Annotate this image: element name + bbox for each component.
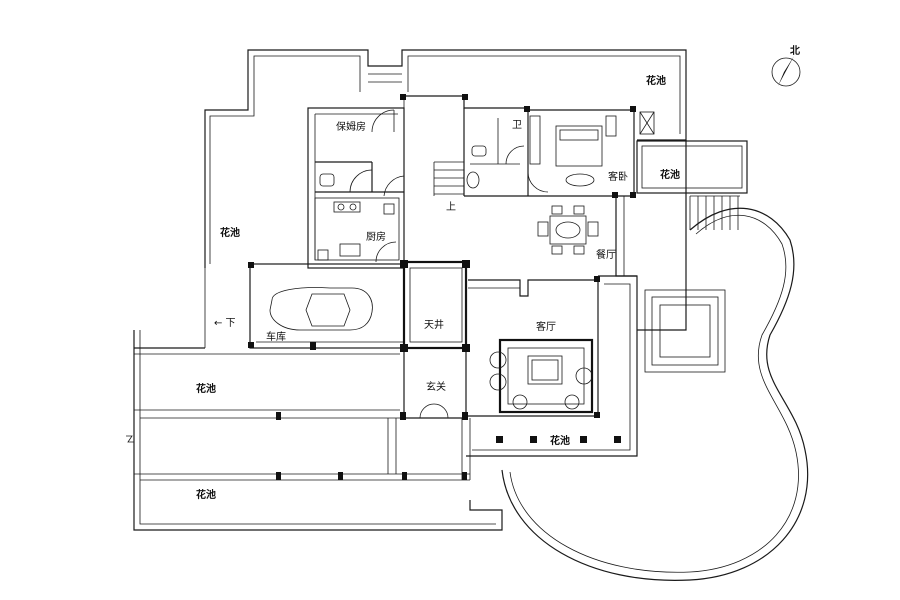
label-living-room: 客厅	[536, 320, 556, 333]
label-kitchen: 厨房	[366, 230, 386, 243]
label-down: ← 下	[214, 318, 236, 329]
north-label: 北	[790, 44, 800, 57]
label-garden-north: 花池	[660, 168, 680, 181]
label-entrance: 玄关	[426, 380, 446, 393]
label-dining: 餐厅	[596, 248, 616, 261]
doors	[349, 109, 549, 419]
room-labels: 保姆房 卫 客卧 花池 花池 花池 上 厨房 餐厅 车库 ← 下 天井 客厅 花…	[196, 74, 680, 501]
label-courtyard: 天井	[424, 318, 444, 331]
label-garden-south-west: 花池	[196, 382, 216, 395]
columns	[248, 94, 636, 480]
north-arrow: 北	[771, 44, 801, 87]
label-bathroom: 卫	[512, 120, 522, 131]
label-garden-east: 花池	[646, 74, 666, 87]
label-garden-west: 花池	[220, 226, 240, 239]
label-nanny-room: 保姆房	[336, 120, 366, 133]
label-garden-bottom: 花池	[196, 488, 216, 501]
label-garage: 车库	[266, 330, 286, 343]
fixtures	[126, 111, 655, 443]
outer-outline	[133, 49, 748, 531]
label-stairs-up: 上	[446, 201, 456, 213]
label-guest-bedroom: 客卧	[608, 170, 628, 183]
building-walls	[249, 95, 638, 480]
curved-patio	[501, 140, 809, 581]
label-garden-south: 花池	[550, 434, 570, 447]
